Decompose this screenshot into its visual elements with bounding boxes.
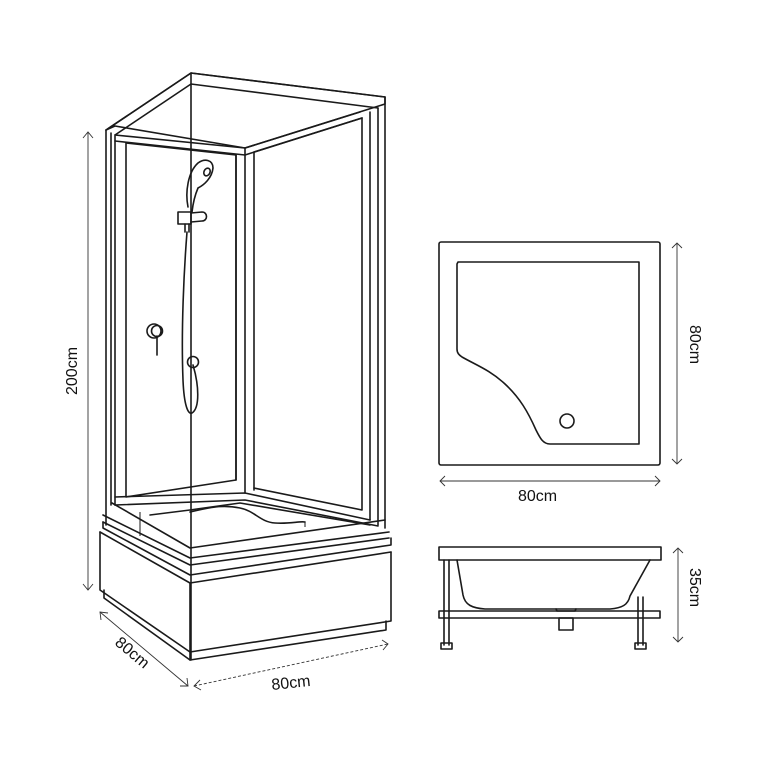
top-frame <box>105 72 386 149</box>
drain-icon <box>559 413 575 429</box>
right-glass-panel <box>253 117 363 511</box>
adjustable-legs <box>440 559 647 650</box>
height-label: 200cm <box>64 347 81 395</box>
shower-head-icon <box>186 159 214 213</box>
wall-outlet-icon <box>186 355 200 369</box>
side-height-label: 35cm <box>686 568 703 607</box>
depth-dimension <box>99 611 189 687</box>
shower-enclosure <box>82 72 392 691</box>
shower-hose <box>181 231 199 414</box>
plan-width-dimension <box>439 475 661 487</box>
tray-body <box>456 559 651 610</box>
left-glass-panel <box>125 142 237 498</box>
tray-outer-rim <box>438 241 661 466</box>
shower-fixtures <box>146 159 214 414</box>
tray-side-view <box>438 546 684 650</box>
width-label: 80cm <box>271 673 312 694</box>
depth-label: 80cm <box>111 634 152 672</box>
width-dimension <box>193 639 389 691</box>
drain-trap <box>558 617 574 631</box>
side-height-dimension <box>672 547 684 643</box>
height-dimension <box>82 131 94 591</box>
tray-basin <box>456 261 640 445</box>
support-frame <box>438 610 661 619</box>
plan-depth-label: 80cm <box>686 325 703 364</box>
tray-in-enclosure <box>99 502 392 661</box>
mixer-valve-icon <box>146 323 162 339</box>
shower-holder-icon <box>177 211 192 225</box>
tray-top-view <box>438 241 683 487</box>
tray-lip <box>438 546 662 561</box>
plan-depth-dimension <box>671 242 683 465</box>
plan-width-label: 80cm <box>518 488 557 505</box>
